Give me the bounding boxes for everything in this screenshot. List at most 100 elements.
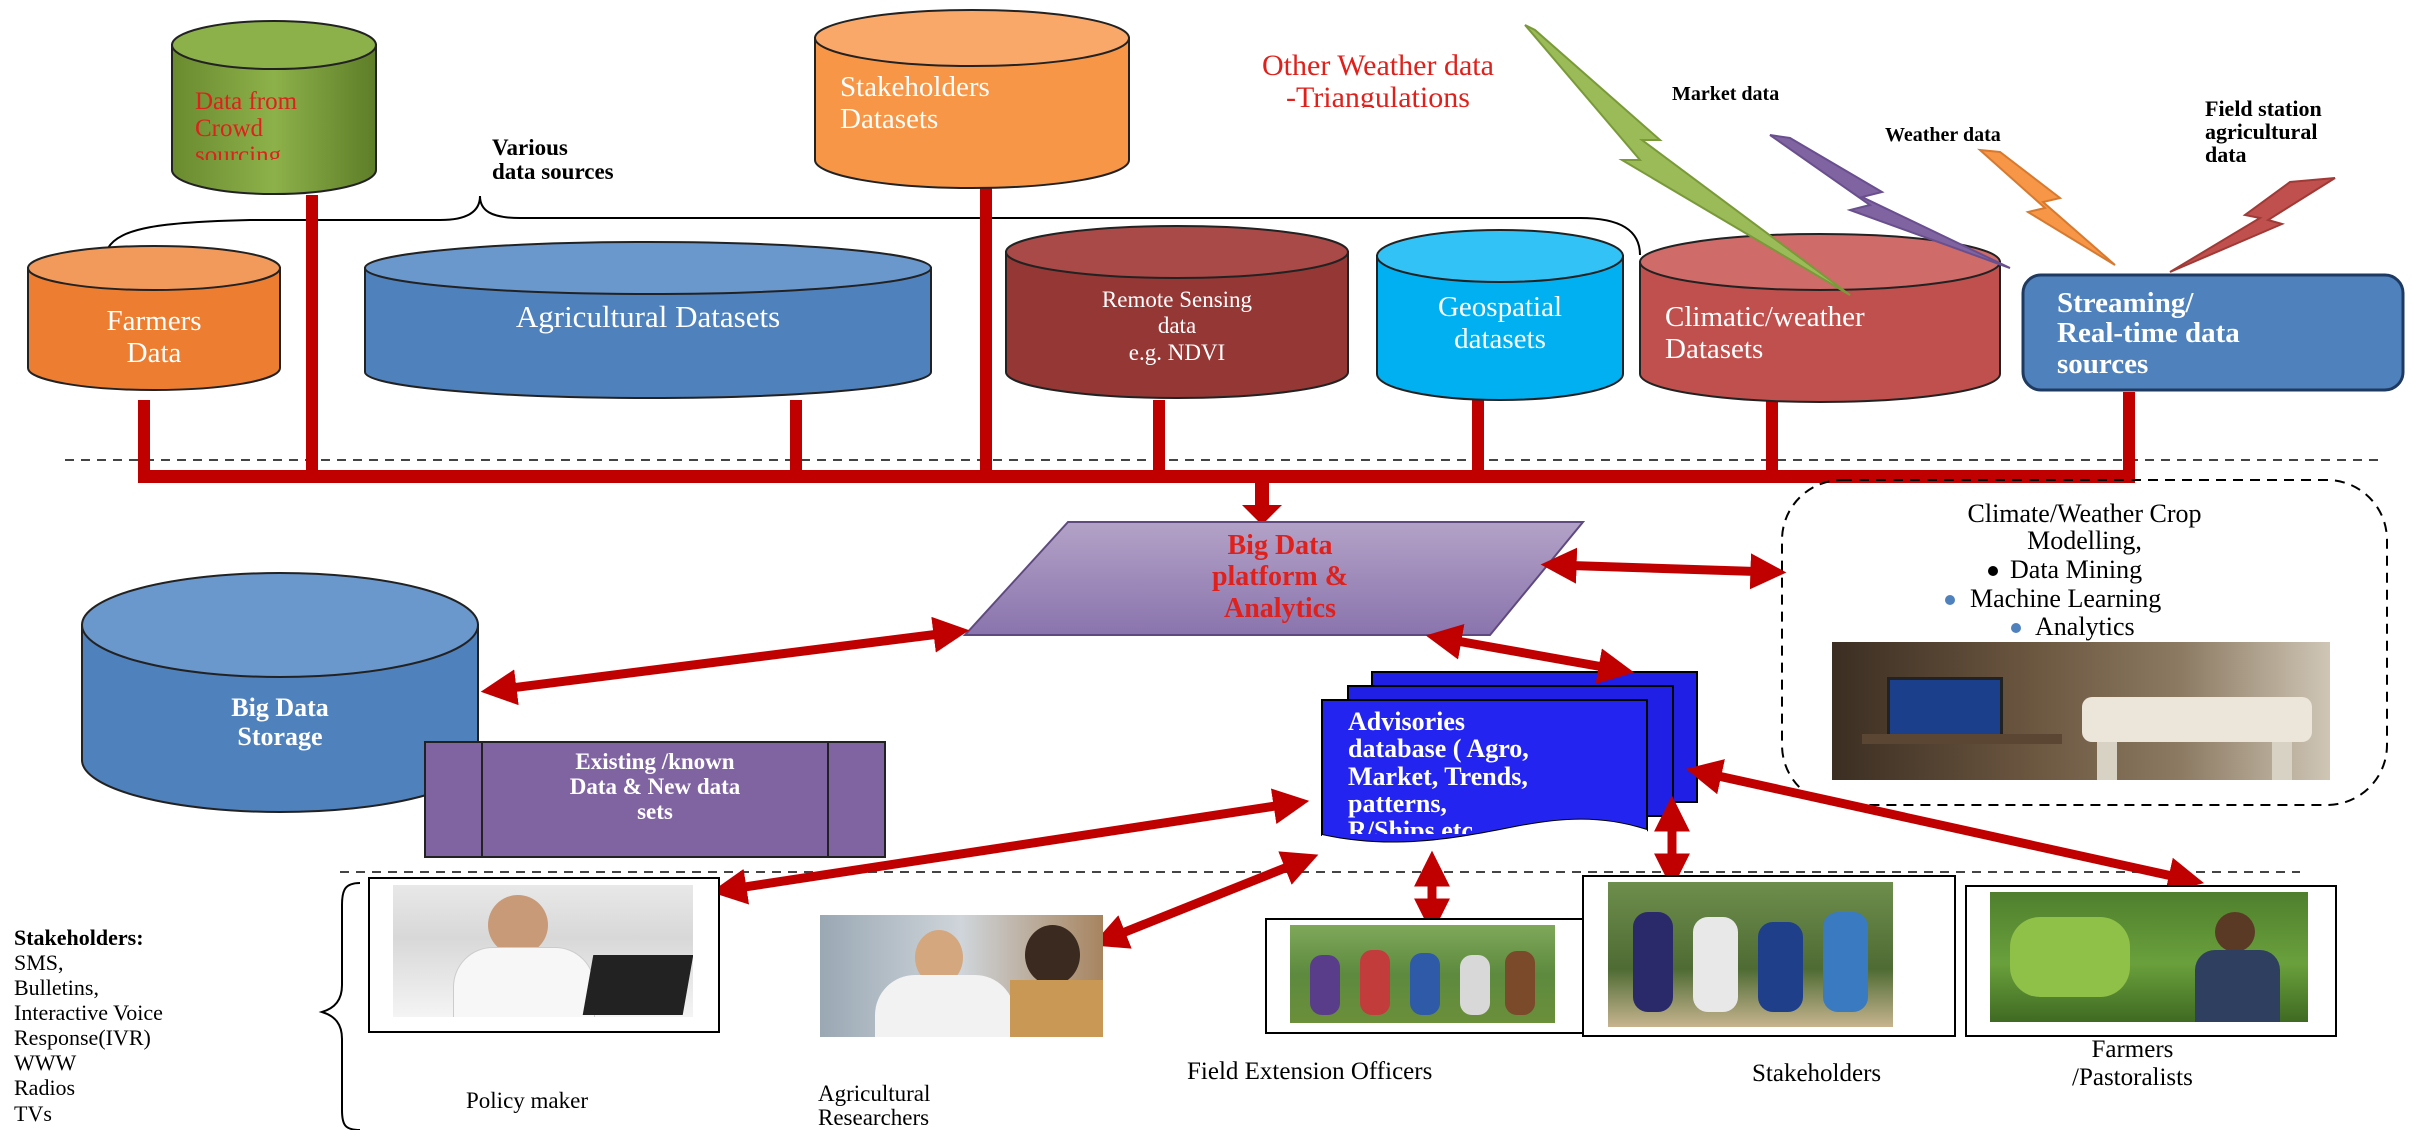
streaming-box [2021, 273, 2405, 392]
platform-line-1: Big Data [1227, 530, 1333, 561]
advisories-line-3: Market, Trends, [1348, 761, 1528, 791]
existing-data-label: Existing /known Data & New data sets [482, 749, 828, 824]
remote-line-2: data [1157, 313, 1197, 339]
advisories-label: Advisories database ( Agro, Market, Tren… [1348, 708, 1529, 834]
bullet-machine-learning [1945, 595, 1955, 605]
bullet-analytics [2011, 623, 2021, 633]
storage-line-1: Big Data [231, 693, 329, 722]
bullet-data-mining [1988, 566, 1998, 576]
channel-ivr-line-2: Response(IVR) [14, 1025, 151, 1051]
agricultural-datasets-cylinder [364, 241, 932, 399]
various-data-sources-label: Various data sources [492, 135, 614, 185]
climatic-weather-cylinder [1639, 233, 2001, 403]
platform-line-3: Analytics [1224, 592, 1336, 624]
existing-line-3: sets [637, 798, 673, 824]
field-extension-officers-label: Field Extension Officers [1187, 1058, 1433, 1085]
market-data-label: Market data [1672, 83, 1780, 105]
other-weather-line-1: Other Weather data [1262, 49, 1494, 82]
farmers-line-1: Farmers [106, 305, 202, 337]
agricultural-datasets-label: Agricultural Datasets [515, 299, 781, 334]
climatic-weather-label: Climatic/weather Datasets [1665, 301, 1865, 366]
geospatial-cylinder [1376, 229, 1624, 401]
geospatial-label: Geospatial datasets [1377, 291, 1623, 356]
advisories-document-stack [1321, 671, 1698, 850]
stakeholders-label: Stakeholders [1752, 1060, 1882, 1087]
channel-sms: SMS, [14, 950, 64, 976]
channels-title: Stakeholders: [14, 925, 144, 950]
farmers-pastoralists-label: Farmers /Pastoralists [2072, 1036, 2193, 1091]
streaming-line-1: Streaming/ [2057, 287, 2194, 319]
weather-data-label: Weather data [1885, 124, 2001, 146]
market-data-bolt [1769, 134, 2011, 269]
policy-maker-photo [393, 885, 693, 1017]
weather-data-bolt [1977, 148, 2116, 266]
other-weather-label: Other Weather data -Triangulations [1262, 50, 1494, 108]
crowd-line-1: Data from [195, 88, 298, 115]
channel-ivr-line-1: Interactive Voice [14, 1000, 163, 1026]
stakeholders-ds-line-2: Datasets [840, 102, 939, 135]
modelling-bullet-machine-learning: Machine Learning [1970, 584, 2162, 613]
modelling-title: Climate/Weather Crop Modelling, [1782, 500, 2387, 555]
data-bus-connector [138, 185, 2135, 525]
farmers-pastoralists-line-1: Farmers [2091, 1036, 2174, 1063]
climatic-line-2: Datasets [1665, 332, 1764, 365]
crowd-cylinder [171, 20, 377, 195]
existing-line-2: Data & New data [569, 773, 741, 799]
farmers-pastoralists-line-2: /Pastoralists [2072, 1063, 2193, 1091]
researchers-line-1: Agricultural [818, 1081, 931, 1106]
geo-line-2: datasets [1454, 322, 1546, 355]
connector-arrows [480, 547, 2205, 949]
streaming-line-3: sources [2057, 347, 2149, 380]
remote-line-1: Remote Sensing [1101, 287, 1253, 312]
modelling-title-line-2: Modelling, [2027, 526, 2142, 556]
extension-officers-photo [1290, 925, 1555, 1023]
advisories-line-4: patterns, [1348, 788, 1447, 818]
stakeholders-datasets-cylinder [814, 9, 1130, 189]
various-bracket [107, 195, 1641, 256]
channels-brace [318, 882, 361, 1130]
field-station-label: Field station agricultural data [2205, 97, 2322, 166]
channel-tvs: TVs [14, 1100, 52, 1126]
geo-line-1: Geospatial [1437, 291, 1562, 323]
stakeholders-photo [1608, 882, 1893, 1027]
various-line-1: Various [492, 135, 568, 160]
stakeholders-ds-line-1: Stakeholders [840, 71, 990, 103]
field-station-line-2: agricultural [2205, 119, 2318, 145]
field-station-bolt [2169, 177, 2336, 273]
other-weather-bolt [1524, 24, 1851, 296]
platform-line-2: platform & [1211, 561, 1349, 593]
advisories-line-2: database ( Agro, [1348, 734, 1529, 764]
advisories-line-5: R/Ships etc [1348, 816, 1473, 834]
remote-sensing-cylinder [1005, 225, 1349, 399]
crowd-line-3: sourcing [195, 142, 282, 160]
other-weather-line-2: -Triangulations [1286, 81, 1470, 108]
farmers-data-cylinder [27, 245, 281, 391]
farmers-line-2: Data [126, 336, 182, 369]
modelling-box [1781, 479, 2388, 806]
existing-line-1: Existing /known [575, 749, 735, 774]
researchers-photo [820, 915, 1103, 1037]
crowd-line-2: Crowd [195, 115, 264, 142]
storage-line-2: Storage [237, 722, 323, 752]
streaming-line-2: Real-time data [2057, 317, 2240, 350]
big-data-platform-label: Big Data platform & Analytics [1100, 530, 1460, 624]
remote-line-3: e.g. NDVI [1128, 339, 1226, 365]
farmers-data-label: Farmers Data [28, 305, 280, 370]
channels-list: Stakeholders: SMS, Bulletins, Interactiv… [14, 925, 163, 1126]
modelling-title-line-1: Climate/Weather Crop [1967, 499, 2202, 528]
policy-maker-label: Policy maker [466, 1088, 588, 1113]
channel-radios: Radios [14, 1075, 76, 1101]
advisories-line-1: Advisories [1348, 708, 1465, 736]
farmers-photo [1990, 892, 2308, 1022]
modelling-bullet-analytics: Analytics [2035, 612, 2135, 641]
channel-www: WWW [14, 1050, 77, 1076]
field-station-line-3: data [2205, 142, 2247, 168]
remote-sensing-label: Remote Sensing data e.g. NDVI [1006, 287, 1348, 366]
modelling-lab-photo [1832, 642, 2330, 780]
modelling-bullet-data-mining: Data Mining [2010, 555, 2143, 584]
big-data-storage-label: Big Data Storage [82, 693, 478, 751]
climatic-line-1: Climatic/weather [1665, 301, 1865, 333]
field-station-line-1: Field station [2205, 96, 2322, 121]
various-line-2: data sources [492, 159, 614, 185]
